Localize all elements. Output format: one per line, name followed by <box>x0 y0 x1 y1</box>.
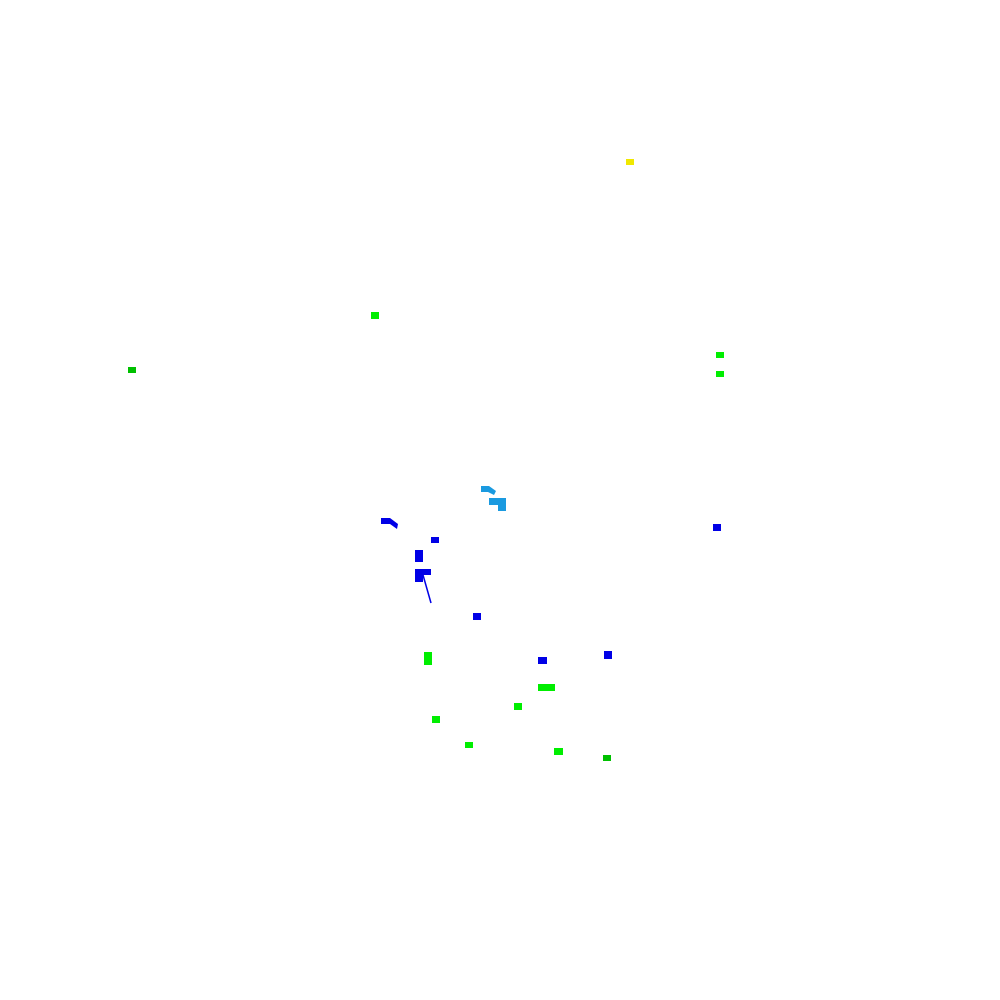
green-patch <box>603 755 611 761</box>
green-patch <box>371 312 379 319</box>
blue-patch <box>713 524 721 531</box>
green-patch <box>716 352 724 358</box>
green-patch <box>538 684 555 691</box>
green-patch <box>465 742 473 748</box>
green-patch <box>432 716 440 723</box>
blue-patch <box>431 537 439 543</box>
light-blue-patch <box>489 498 506 511</box>
light-blue-patch <box>481 486 496 495</box>
green-patch <box>716 371 724 377</box>
yellow-patch <box>626 159 634 165</box>
green-patch <box>128 367 136 373</box>
green-patch <box>554 748 563 755</box>
blue-line <box>422 574 432 604</box>
blue-patch <box>415 550 423 562</box>
blue-patch <box>381 518 398 529</box>
green-patch <box>424 652 432 665</box>
blue-patch <box>604 651 612 659</box>
green-patch <box>514 703 522 710</box>
blue-patch <box>538 657 547 664</box>
blue-patch <box>473 613 481 620</box>
